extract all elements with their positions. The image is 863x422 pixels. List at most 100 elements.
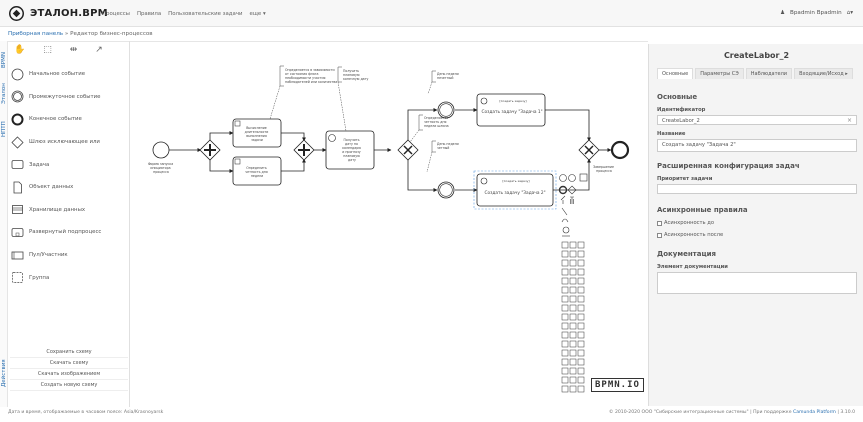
async-before-checkbox[interactable]: Асинхронность до xyxy=(657,220,857,226)
parallel-gateway-split[interactable] xyxy=(199,139,221,161)
tab-etalon[interactable]: Эталон xyxy=(1,83,7,105)
tab-observers[interactable]: Наблюдатели xyxy=(745,68,793,79)
breadcrumb: Приборная панель » Редактор бизнес-проце… xyxy=(8,31,153,37)
annotation-3[interactable]: Определяется четность дня недели шлюза xyxy=(424,116,449,128)
group-icon xyxy=(10,271,24,285)
lasso-tool-icon[interactable]: ⬚ xyxy=(43,45,52,55)
palette-data-object[interactable]: Объект данных xyxy=(10,176,128,199)
task-icon xyxy=(10,158,24,172)
palette-label: Пул/Участник xyxy=(29,252,68,259)
documentation-textarea[interactable] xyxy=(657,272,857,294)
brand-name[interactable]: ЭТАЛОН.BPM xyxy=(30,8,108,19)
start-event-icon xyxy=(10,67,24,81)
tab-nptp[interactable]: НПТП xyxy=(1,121,7,137)
camunda-link[interactable]: Camunda Platform xyxy=(793,410,836,415)
task-calc-duration[interactable] xyxy=(232,118,282,148)
async-before-label: Асинхронность до xyxy=(664,220,714,226)
task-create-task-2[interactable] xyxy=(473,170,557,210)
download-scheme-button[interactable]: Скачать схему xyxy=(10,358,128,369)
palette-intermediate-event[interactable]: Промежуточное событие xyxy=(10,86,128,109)
palette-label: Объект данных xyxy=(29,184,74,191)
task-day-parity[interactable] xyxy=(232,156,282,186)
user-menu[interactable]: ♟ Bpadmin Bpadmin ⌂▾ xyxy=(780,10,853,16)
palette-data-store[interactable]: Хранилище данных xyxy=(10,199,128,222)
save-scheme-button[interactable]: Сохранить схему xyxy=(10,347,128,358)
menu-processes[interactable]: Процессы xyxy=(102,11,130,17)
palette-subprocess[interactable]: Развернутый подпроцесс xyxy=(10,221,128,244)
download-image-button[interactable]: Скачать изображением xyxy=(10,369,128,380)
properties-tabs: Основные Параметры СЭ Наблюдатели Входящ… xyxy=(657,68,855,79)
pool-icon xyxy=(10,248,24,262)
task-get-date[interactable] xyxy=(325,130,375,170)
palette-pool[interactable]: Пул/Участник xyxy=(10,244,128,267)
menu-rules[interactable]: Правила xyxy=(136,11,162,17)
exclusive-gateway-split[interactable] xyxy=(397,139,419,161)
properties-title: CreateLabor_2 xyxy=(723,51,790,60)
exclusive-gateway-join[interactable] xyxy=(578,139,600,161)
tab-main[interactable]: Основные xyxy=(657,68,694,79)
menu-more[interactable]: еще ▾ xyxy=(249,11,266,17)
annotation-5[interactable]: День недели четный xyxy=(437,142,460,150)
tab-in-out[interactable]: Входящие/Исход ▸ xyxy=(794,68,853,79)
priority-field[interactable] xyxy=(657,184,857,194)
palette-label: Группа xyxy=(29,274,50,281)
menu-user-tasks[interactable]: Пользовательские задачи xyxy=(168,11,243,17)
palette-start-event[interactable]: Начальное событие xyxy=(10,63,128,86)
task-create-task-2-label: Создать задачу "Задача 2" xyxy=(484,190,545,196)
start-event[interactable] xyxy=(152,141,170,159)
intermediate-event-top[interactable] xyxy=(437,101,455,119)
bpmn-io-watermark[interactable]: BPMN.IO xyxy=(591,378,644,392)
palette-label: Задача xyxy=(29,161,50,168)
properties-body: Основные Идентификатор CreateLabor_2 × Н… xyxy=(657,86,857,294)
data-object-icon xyxy=(10,180,24,194)
end-event-label: Завершение процесса xyxy=(593,165,615,173)
palette-label: Промежуточное событие xyxy=(29,93,101,100)
footer: Дата и время, отображаемые в часовом поя… xyxy=(0,407,863,422)
section-documentation: Документация xyxy=(657,250,717,258)
left-panel: BPMN Эталон НПТП Действия ✋ ⬚ ⇹ ↗ Началь… xyxy=(0,41,130,407)
documentation-label: Элемент документации xyxy=(657,264,728,270)
replace-menu-icons[interactable] xyxy=(561,241,585,393)
tab-actions[interactable]: Действия xyxy=(1,359,7,387)
subprocess-icon xyxy=(10,225,24,239)
new-scheme-button[interactable]: Создать новую схему xyxy=(10,380,128,391)
palette-label: Хранилище данных xyxy=(29,206,86,213)
palette-group[interactable]: Группа xyxy=(10,266,128,289)
palette-task[interactable]: Задача xyxy=(10,153,128,176)
id-field[interactable]: CreateLabor_2 × xyxy=(657,115,857,125)
user-icon: ♟ xyxy=(780,10,786,16)
annotation-1[interactable]: Определяется в зависимости от состояния … xyxy=(285,68,337,84)
palette-label: Шлюз исключающее или xyxy=(29,139,100,146)
task-calc-duration-label: Вычисление длительности выполнения задач… xyxy=(245,126,270,142)
breadcrumb-home[interactable]: Приборная панель xyxy=(8,31,64,37)
palette-exclusive-gateway[interactable]: Шлюз исключающее или xyxy=(10,131,128,154)
section-async: Асинхронные правила xyxy=(657,206,748,214)
async-after-checkbox[interactable]: Асинхронность после xyxy=(657,232,857,238)
annotation-2[interactable]: Получить плановую конечную дату xyxy=(343,69,368,81)
palette-label: Начальное событие xyxy=(29,71,86,78)
start-event-label: Форма запуска инициатора процесса xyxy=(148,162,174,174)
intermediate-event-bottom[interactable] xyxy=(437,181,455,199)
intermediate-event-icon xyxy=(10,90,24,104)
connect-tool-icon[interactable]: ↗ xyxy=(95,45,103,55)
logo-icon xyxy=(9,6,24,21)
tab-bpmn[interactable]: BPMN xyxy=(1,52,7,68)
clear-icon[interactable]: × xyxy=(846,117,852,124)
end-event[interactable] xyxy=(610,140,630,160)
tab-se-params[interactable]: Параметры СЭ xyxy=(695,68,744,79)
checkbox-box[interactable] xyxy=(657,220,662,226)
name-field[interactable]: Создать задачу "Задача 2" xyxy=(657,139,857,152)
diagram-canvas[interactable]: Форма запуска инициатора процесса Вычисл… xyxy=(131,42,648,405)
hand-tool-icon[interactable]: ✋ xyxy=(14,45,26,55)
action-buttons: Сохранить схему Скачать схему Скачать из… xyxy=(10,347,128,391)
palette-end-event[interactable]: Конечное событие xyxy=(10,108,128,131)
space-tool-icon[interactable]: ⇹ xyxy=(69,45,78,55)
context-pad[interactable] xyxy=(558,173,588,237)
task-create-task-1[interactable] xyxy=(476,93,546,127)
async-after-label: Асинхронность после xyxy=(664,232,724,238)
annotation-4[interactable]: День недели нечетный xyxy=(437,72,460,80)
checkbox-box[interactable] xyxy=(657,232,662,238)
parallel-gateway-join[interactable] xyxy=(293,139,315,161)
home-icon[interactable]: ⌂▾ xyxy=(846,10,853,16)
user-name[interactable]: Bpadmin Bpadmin xyxy=(790,10,842,16)
